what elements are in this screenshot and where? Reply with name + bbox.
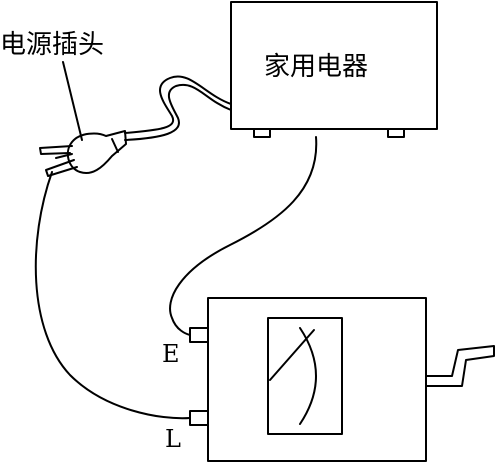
power-cord-outer [124, 75, 232, 134]
terminal-l [189, 410, 209, 426]
appliance-foot-right [387, 128, 405, 138]
wire-plug-to-l [34, 171, 191, 420]
wire-appliance-to-e [169, 136, 318, 336]
meter-window [267, 317, 343, 435]
power-cord-inner [124, 83, 232, 141]
plug-prong-ground [55, 153, 73, 159]
meter-needle [269, 329, 315, 381]
terminal-l-label: L [165, 425, 181, 453]
plug-prong-bottom [45, 159, 78, 177]
plug-leader-line [62, 61, 83, 141]
terminal-e-label: E [162, 340, 180, 368]
plug-strain-relief [111, 138, 119, 153]
plug-prong-top [39, 145, 73, 155]
crank-handle [425, 345, 495, 387]
terminal-e [189, 327, 209, 343]
appliance-box [230, 1, 438, 130]
tester-box [207, 297, 427, 462]
appliance-foot-left [253, 128, 271, 138]
appliance-label: 家用电器 [264, 52, 368, 82]
plug-label: 电源插头 [0, 30, 104, 60]
